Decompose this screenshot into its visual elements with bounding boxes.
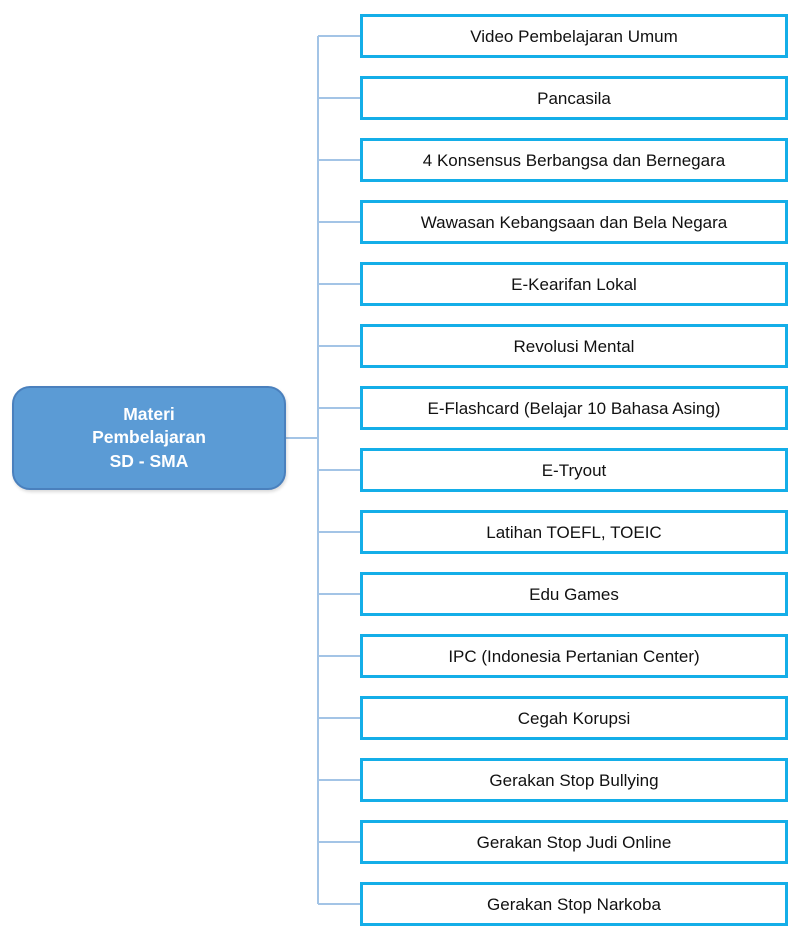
tree-node[interactable]: 4 Konsensus Berbangsa dan Bernegara bbox=[360, 138, 788, 182]
tree-node[interactable]: Latihan TOEFL, TOEIC bbox=[360, 510, 788, 554]
tree-node[interactable]: Cegah Korupsi bbox=[360, 696, 788, 740]
tree-node[interactable]: Gerakan Stop Narkoba bbox=[360, 882, 788, 926]
tree-node-label: E-Tryout bbox=[541, 460, 607, 480]
tree-node[interactable]: Pancasila bbox=[360, 76, 788, 120]
tree-node[interactable]: Gerakan Stop Bullying bbox=[360, 758, 788, 802]
tree-node[interactable]: E-Tryout bbox=[360, 448, 788, 492]
tree-node[interactable]: Edu Games bbox=[360, 572, 788, 616]
tree-node-label: Video Pembelajaran Umum bbox=[470, 26, 678, 46]
tree-node-label: E-Kearifan Lokal bbox=[511, 274, 637, 294]
tree-node[interactable]: Revolusi Mental bbox=[360, 324, 788, 368]
root-node-label: Materi Pembelajaran SD - SMA bbox=[92, 404, 206, 471]
tree-node[interactable]: Video Pembelajaran Umum bbox=[360, 14, 788, 58]
children-column: Video Pembelajaran Umum Pancasila 4 Kons… bbox=[360, 14, 788, 926]
tree-node-label: Cegah Korupsi bbox=[517, 708, 631, 728]
tree-node[interactable]: Wawasan Kebangsaan dan Bela Negara bbox=[360, 200, 788, 244]
tree-node-label: Revolusi Mental bbox=[513, 336, 635, 356]
root-node[interactable]: Materi Pembelajaran SD - SMA bbox=[12, 386, 286, 490]
tree-node-label: Gerakan Stop Judi Online bbox=[476, 832, 672, 852]
tree-node-label: Edu Games bbox=[529, 584, 619, 604]
tree-node-label: E-Flashcard (Belajar 10 Bahasa Asing) bbox=[427, 398, 721, 418]
tree-node-label: Wawasan Kebangsaan dan Bela Negara bbox=[420, 212, 728, 232]
tree-node-label: IPC (Indonesia Pertanian Center) bbox=[448, 646, 700, 666]
tree-node[interactable]: IPC (Indonesia Pertanian Center) bbox=[360, 634, 788, 678]
tree-node[interactable]: E-Kearifan Lokal bbox=[360, 262, 788, 306]
tree-node-label: Gerakan Stop Narkoba bbox=[487, 894, 661, 914]
tree-node[interactable]: Gerakan Stop Judi Online bbox=[360, 820, 788, 864]
tree-node-label: 4 Konsensus Berbangsa dan Bernegara bbox=[422, 150, 726, 170]
tree-node-label: Gerakan Stop Bullying bbox=[489, 770, 659, 790]
tree-node[interactable]: E-Flashcard (Belajar 10 Bahasa Asing) bbox=[360, 386, 788, 430]
tree-node-label: Latihan TOEFL, TOEIC bbox=[486, 522, 662, 542]
tree-node-label: Pancasila bbox=[537, 88, 611, 108]
